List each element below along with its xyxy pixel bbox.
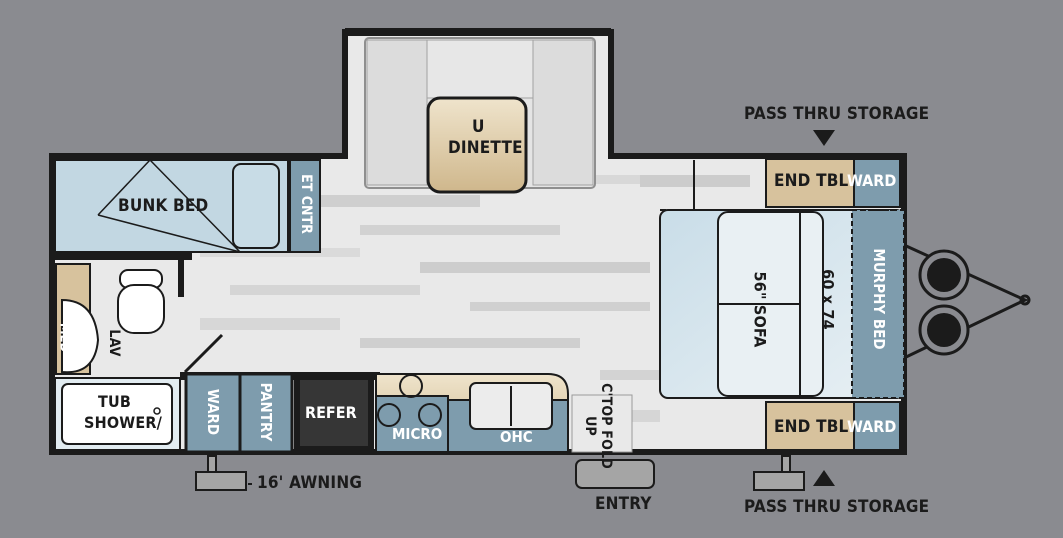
pass-thru-top-label: PASS THRU STORAGE xyxy=(744,104,930,124)
hitch-graphic xyxy=(903,243,1031,360)
et-cntr-label: ET CNTR xyxy=(298,174,314,234)
ctop-foldup xyxy=(571,394,633,453)
lav-label: LAV xyxy=(106,329,122,357)
et-center xyxy=(289,159,321,253)
kitchen-counter xyxy=(375,373,569,453)
ward-bath-box xyxy=(184,372,242,454)
ward-bottom-right xyxy=(853,401,901,451)
end-tbl-bottom-label: END TBL xyxy=(774,417,849,437)
ohc-label: OHC xyxy=(500,428,533,446)
entry-label: ENTRY xyxy=(595,494,652,514)
u-dinette-graphic xyxy=(364,37,596,194)
lav-graphic xyxy=(55,263,165,375)
pantry-label: PANTRY xyxy=(257,382,275,442)
shower-label: SHOWER/ xyxy=(84,413,163,432)
ctop-fold-up-label: C'TOP FOLD UP xyxy=(582,383,614,469)
murphy-bed-graphic xyxy=(659,209,905,399)
ward-top-right-label: WARD xyxy=(847,171,897,190)
refer-label: REFER xyxy=(305,403,357,422)
drain-icon xyxy=(153,407,161,415)
pass-thru-top-arrow xyxy=(813,130,835,146)
pass-thru-bottom-arrow xyxy=(813,470,835,486)
ward-top-right xyxy=(853,158,901,208)
entry-step xyxy=(575,459,655,489)
end-tbl-top-label: END TBL xyxy=(774,171,849,191)
dinette-label: DINETTE xyxy=(448,138,523,158)
awning-graphic xyxy=(195,455,805,491)
pass-thru-bottom-label: PASS THRU STORAGE xyxy=(744,497,930,517)
med-label: MED xyxy=(56,322,72,353)
bunk-bed-graphic xyxy=(54,159,289,253)
murphy-bed-label: MURPHY BED xyxy=(870,248,888,350)
ward-bottom-right-label: WARD xyxy=(847,417,897,436)
murphy-size-label: 60 x 74 xyxy=(818,269,838,330)
u-label: U xyxy=(472,117,485,137)
sofa-label: 56" SOFA xyxy=(750,271,770,348)
end-table-top xyxy=(765,158,855,208)
end-table-bottom xyxy=(765,401,855,451)
micro-label: MICRO xyxy=(392,425,443,443)
pantry-box xyxy=(238,372,294,454)
bunk-bed-label: BUNK BED xyxy=(118,196,209,216)
tub-label: TUB xyxy=(98,392,132,411)
ward-bath-label: WARD xyxy=(204,388,222,436)
awning-label: 16' AWNING xyxy=(257,473,363,493)
